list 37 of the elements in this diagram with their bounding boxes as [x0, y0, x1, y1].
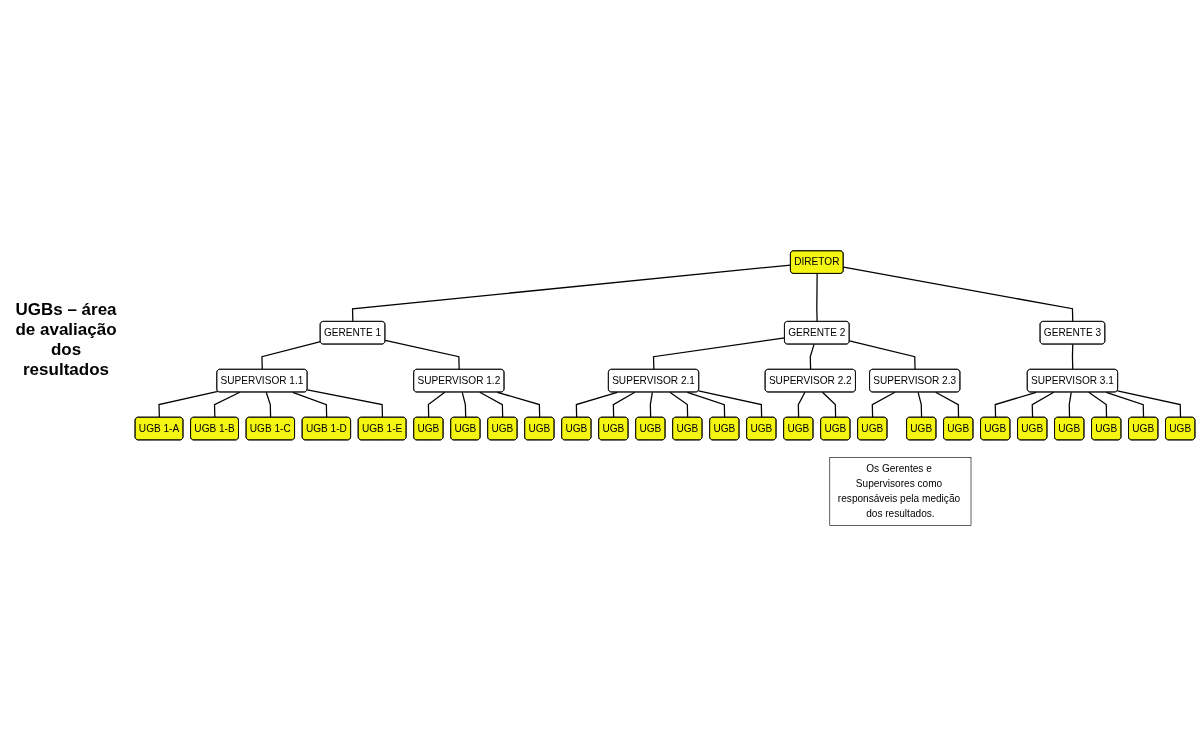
connector [261, 340, 322, 371]
connector [612, 391, 636, 419]
connector [213, 391, 241, 419]
connector [994, 391, 1037, 419]
connector [427, 391, 446, 419]
connector [809, 343, 815, 371]
side-note: UGBs – área de avaliação dos resultados [14, 300, 118, 380]
connector [649, 391, 653, 419]
connector [1031, 391, 1055, 419]
connector [797, 391, 806, 419]
connector [1116, 390, 1182, 419]
connector [306, 389, 384, 419]
connector [384, 339, 460, 371]
connector [479, 391, 504, 419]
connector [842, 266, 1074, 323]
connector [1068, 391, 1072, 419]
connector [848, 340, 916, 371]
connector [1088, 391, 1108, 419]
connector [871, 391, 896, 419]
connector [461, 391, 467, 419]
connector [496, 391, 541, 419]
connector [575, 391, 618, 419]
connector [652, 337, 786, 371]
connector [158, 390, 219, 419]
connector [292, 391, 328, 419]
connector [265, 391, 272, 419]
connector [1071, 343, 1074, 371]
connector [351, 264, 792, 323]
connector [821, 391, 837, 419]
connector [669, 391, 689, 419]
connector [697, 390, 763, 419]
node-box: Os Gerentes e Supervisores como responsáveis pela medição dos resultados. [829, 457, 972, 526]
connector [816, 273, 818, 323]
connector [686, 391, 726, 419]
connector [917, 391, 923, 419]
connector [935, 391, 960, 419]
connector [1105, 391, 1145, 419]
